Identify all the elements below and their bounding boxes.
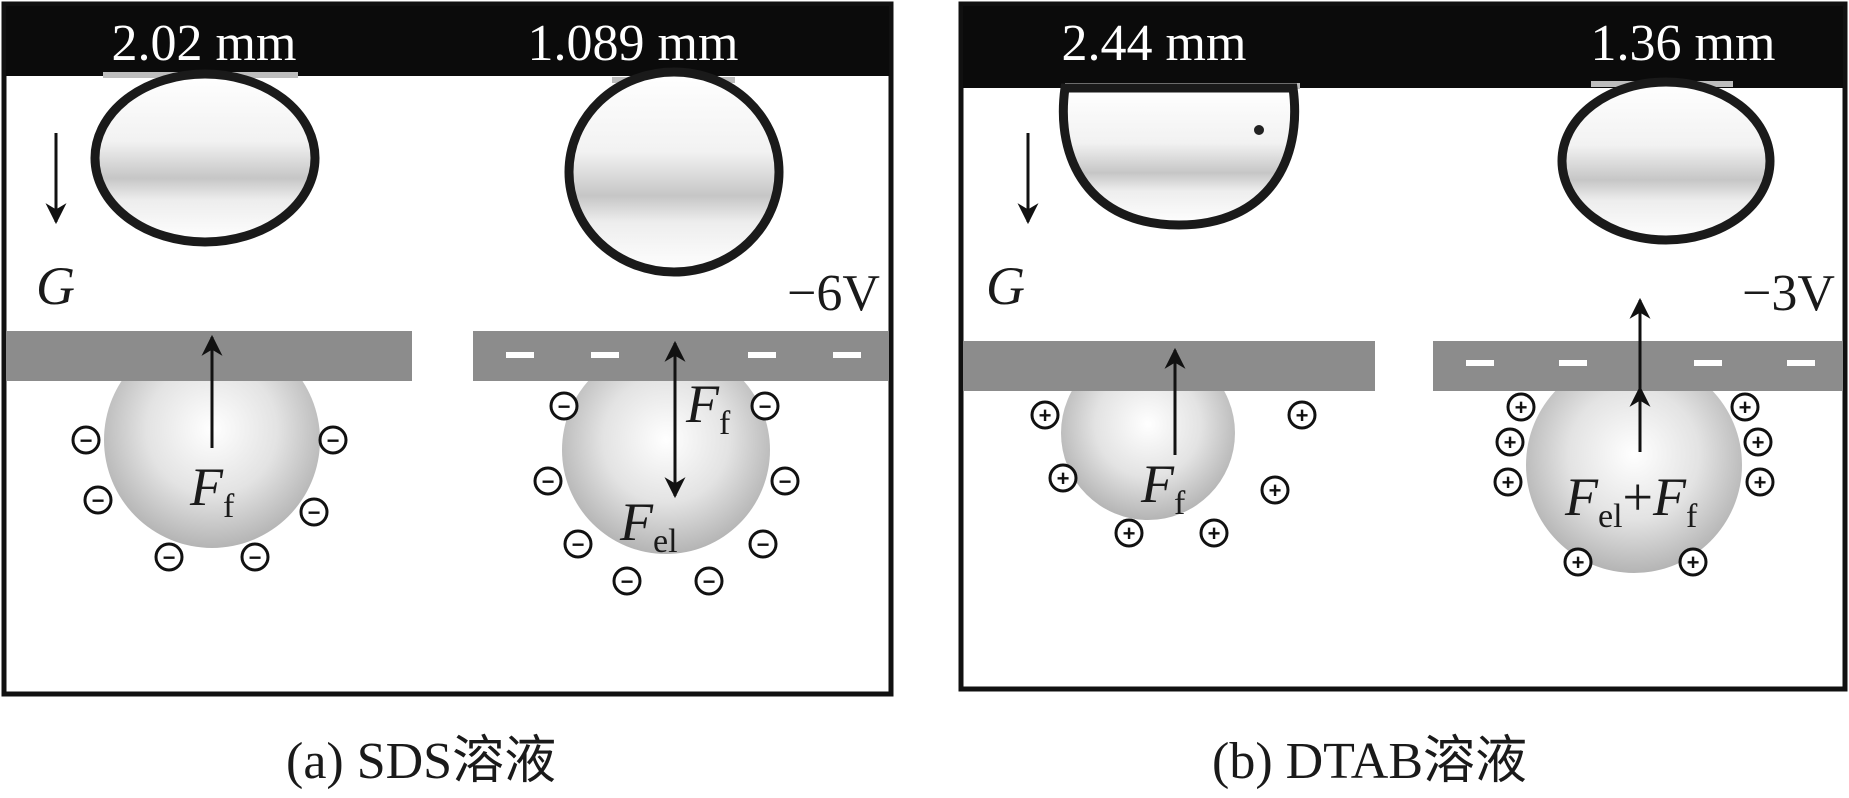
plate-mark — [1694, 360, 1722, 366]
svg-text:−: − — [759, 394, 772, 419]
ion-badge: + — [1199, 518, 1229, 548]
svg-text:−: − — [621, 569, 634, 594]
svg-text:−: − — [558, 394, 571, 419]
svg-text:+: + — [1687, 550, 1700, 575]
svg-text:+: + — [1502, 470, 1515, 495]
ion-badge: − — [318, 425, 348, 455]
ion-badge: − — [533, 466, 563, 496]
panel-b-caption: (b) DTAB溶液 — [1212, 733, 1528, 790]
panel-a-measure-right: 1.089 mm — [528, 15, 739, 72]
panel-b-force-label-right: Fel+Ff — [1564, 467, 1698, 535]
ion-badge: − — [563, 529, 593, 559]
svg-text:+: + — [1057, 466, 1070, 491]
ion-badge: + — [1678, 547, 1708, 577]
plate-mark — [506, 352, 534, 358]
svg-text:−: − — [92, 488, 105, 513]
svg-text:+: + — [1504, 430, 1517, 455]
ion-badge: − — [750, 391, 780, 421]
panel-a-plate-left-overlay — [6, 331, 412, 381]
ion-badge: − — [770, 466, 800, 496]
panel-b-plate-right — [1433, 341, 1843, 391]
panel-b: 2.44 mm 1.36 mm G −3V Ff Fel+Ff — [958, 1, 1848, 692]
svg-text:+: + — [1572, 550, 1585, 575]
svg-text:−: − — [572, 532, 585, 557]
ion-badge: − — [549, 391, 579, 421]
plate-mark — [833, 352, 861, 358]
plate-mark — [1466, 360, 1494, 366]
panel-b-plate-marks — [1466, 360, 1815, 366]
panel-a: 2.02 mm 1.089 mm G −6V — [1, 1, 894, 697]
panel-b-plate-left — [963, 341, 1375, 391]
svg-text:+: + — [1208, 521, 1221, 546]
panel-b-gravity-label: G — [986, 256, 1025, 316]
ion-badge: + — [1287, 400, 1317, 430]
panel-b-force-label-left: Ff — [1140, 454, 1186, 522]
svg-text:+: + — [1123, 521, 1136, 546]
panel-a-caption: (a) SDS溶液 — [286, 733, 557, 790]
panel-b-ions: + + + + + + + + + + + + + + — [1030, 392, 1775, 577]
ion-badge: + — [1048, 463, 1078, 493]
svg-text:+: + — [1752, 430, 1765, 455]
plate-mark — [591, 352, 619, 358]
ion-badge: − — [83, 485, 113, 515]
panel-b-top-bar — [963, 6, 1843, 88]
panel-a-drop-right — [564, 67, 784, 277]
panel-b-voltage: −3V — [1742, 265, 1835, 322]
panel-b-drop-right — [1557, 77, 1775, 245]
svg-text:−: − — [80, 428, 93, 453]
svg-text:+: + — [1515, 395, 1528, 420]
ion-badge: + — [1493, 467, 1523, 497]
panel-b-drop-left — [1058, 83, 1300, 230]
ion-badge: + — [1114, 518, 1144, 548]
svg-text:+: + — [1039, 403, 1052, 428]
plate-mark — [1787, 360, 1815, 366]
ion-badge: − — [240, 542, 270, 572]
ion-badge: + — [1506, 392, 1536, 422]
panel-b-measure-right: 1.36 mm — [1591, 15, 1776, 72]
panel-a-voltage: −6V — [787, 265, 880, 322]
ion-badge: + — [1260, 475, 1290, 505]
svg-text:−: − — [308, 500, 321, 525]
panel-a-measure-left: 2.02 mm — [112, 15, 297, 72]
svg-text:−: − — [163, 545, 176, 570]
ion-badge: − — [154, 542, 184, 572]
panel-b-sphere-right — [1526, 357, 1742, 573]
svg-text:−: − — [779, 469, 792, 494]
svg-text:−: − — [327, 428, 340, 453]
svg-text:+: + — [1269, 478, 1282, 503]
panel-a-ions: − − − − − − − − − − − − − − — [71, 391, 800, 596]
panel-a-force-label-left: Ff — [189, 457, 235, 525]
ion-badge: − — [694, 566, 724, 596]
svg-text:−: − — [703, 569, 716, 594]
panel-a-force-label-right-top: Ff — [685, 374, 731, 442]
ion-badge: + — [1563, 547, 1593, 577]
panel-b-measure-left: 2.44 mm — [1062, 15, 1247, 72]
ion-badge: − — [748, 529, 778, 559]
ion-badge: − — [299, 497, 329, 527]
ion-badge: − — [71, 425, 101, 455]
panel-a-drop-left — [90, 69, 320, 247]
svg-text:+: + — [1754, 470, 1767, 495]
plate-mark — [748, 352, 776, 358]
svg-text:+: + — [1739, 395, 1752, 420]
ion-badge: − — [612, 566, 642, 596]
ion-badge: + — [1730, 392, 1760, 422]
ion-badge: + — [1495, 427, 1525, 457]
panel-a-top-bar — [6, 6, 889, 76]
ion-badge: + — [1030, 400, 1060, 430]
svg-text:−: − — [542, 469, 555, 494]
panel-b-drop-left-speck — [1254, 125, 1264, 135]
panel-a-gravity-label: G — [36, 256, 75, 316]
panel-a-plate-right-overlay — [473, 331, 889, 381]
ion-badge: + — [1743, 427, 1773, 457]
ion-badge: + — [1745, 467, 1775, 497]
svg-text:+: + — [1296, 403, 1309, 428]
svg-text:−: − — [249, 545, 262, 570]
svg-text:−: − — [757, 532, 770, 557]
panel-a-force-label-right-bottom: Fel — [619, 492, 678, 560]
plate-mark — [1559, 360, 1587, 366]
